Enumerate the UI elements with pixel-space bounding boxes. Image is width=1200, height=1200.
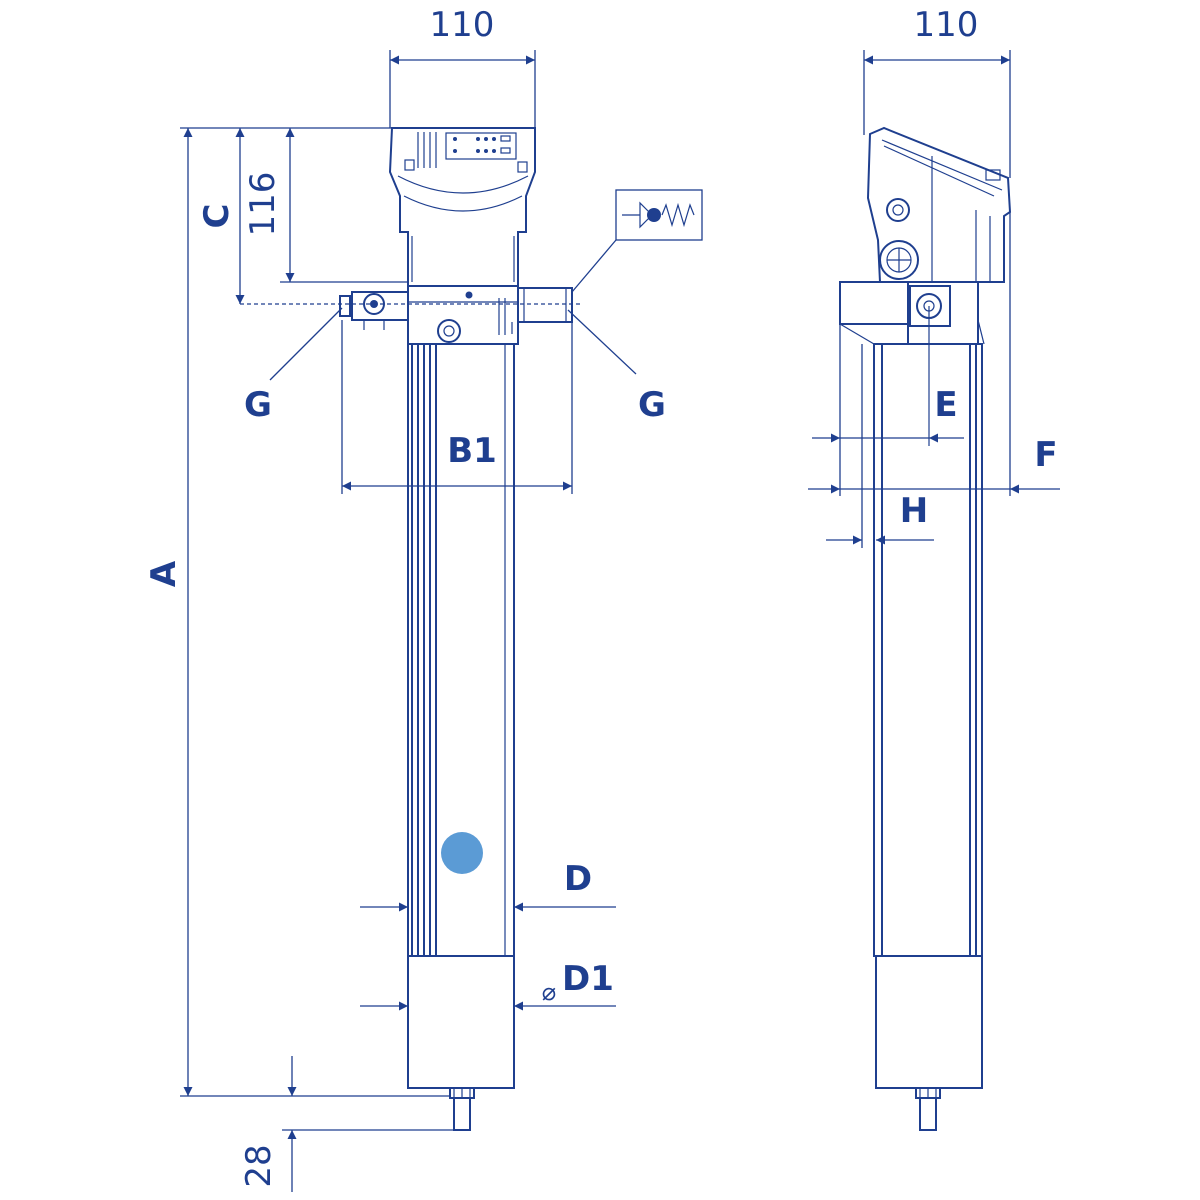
label-G-left: G <box>244 385 272 425</box>
dim-B1: B1 <box>341 320 573 494</box>
dim-D1: ⌀ D1 <box>360 959 616 1011</box>
label-A: A <box>144 560 184 587</box>
front-width-value: 110 <box>430 5 495 45</box>
leader-G-left: G <box>244 307 343 425</box>
status-indicator-icon <box>441 832 483 874</box>
label-C: C <box>197 204 237 229</box>
label-E: E <box>934 385 957 425</box>
dim-A: A <box>144 127 450 1097</box>
label-G-right: G <box>638 385 666 425</box>
label-B1: B1 <box>447 431 497 471</box>
dim-F: F <box>808 212 1060 496</box>
front-manifold <box>240 285 580 345</box>
diameter-symbol: ⌀ <box>542 978 556 1006</box>
front-head-unit <box>388 127 536 287</box>
dim-116: 116 <box>243 128 408 283</box>
dim-28: 28 <box>239 1056 470 1192</box>
front-filter-body <box>407 343 515 957</box>
dim-H: H <box>826 344 934 548</box>
dim-front-width: 110 <box>389 5 536 128</box>
label-H: H <box>900 491 928 531</box>
dim-side-width: 110 <box>863 5 1011 178</box>
dim-C: C <box>197 128 245 304</box>
side-width-value: 110 <box>914 5 979 45</box>
upper-height-value: 116 <box>243 172 283 237</box>
label-F: F <box>1034 435 1057 475</box>
bottom-height-value: 28 <box>239 1144 279 1187</box>
leader-G-right: G <box>567 309 666 425</box>
dim-D: D <box>360 859 616 912</box>
label-D1: D1 <box>562 959 614 999</box>
side-bowl <box>875 955 983 1131</box>
side-view: 110 E F H <box>808 5 1060 1131</box>
front-bowl <box>407 955 515 1131</box>
side-head-unit <box>866 126 1012 283</box>
check-valve-spring-icon <box>571 189 703 293</box>
side-filter-body <box>873 306 983 957</box>
front-view: 110 A C 116 28 <box>144 5 703 1192</box>
label-D: D <box>564 859 592 899</box>
dim-E: E <box>812 324 964 496</box>
side-manifold <box>839 281 985 345</box>
